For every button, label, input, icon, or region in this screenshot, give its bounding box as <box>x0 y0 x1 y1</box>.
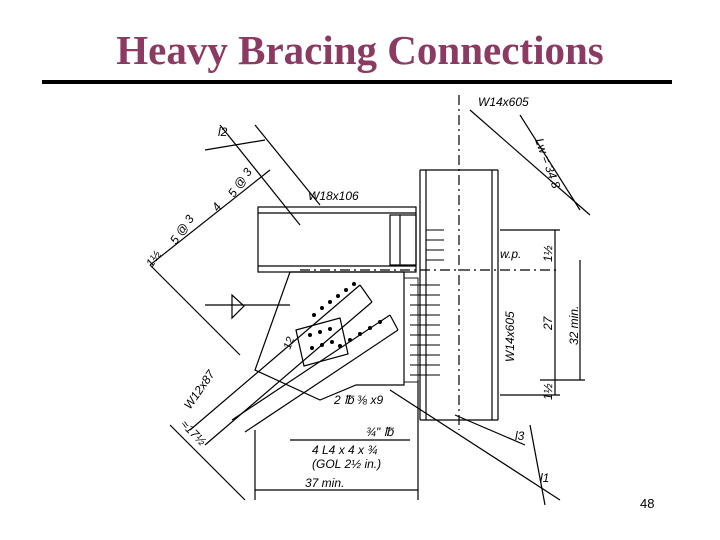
column-bolt-lines <box>403 229 444 383</box>
label-one-half-top: 1½ <box>541 245 555 262</box>
label-bolt-spacing-c: 5 @ 3 <box>225 165 255 200</box>
beam-w18x106 <box>257 206 417 273</box>
dim-l2-ext-a <box>219 124 301 226</box>
label-l2: l2 <box>218 125 228 139</box>
slide-title: Heavy Bracing Connections <box>116 27 604 73</box>
label-angles-line2: (GOL 2½ in.) <box>312 457 381 471</box>
dim-l3-line <box>454 414 526 446</box>
label-bolt-spacing-a: 5 @ 3 <box>167 212 197 247</box>
label-l3: l3 <box>515 429 525 443</box>
dim-l2-line <box>204 139 266 151</box>
brace-w12x87 <box>189 284 399 446</box>
page-number: 48 <box>640 496 655 511</box>
label-column-top: W14x605 <box>478 95 529 109</box>
label-one-half-left: 1½ <box>143 248 164 270</box>
label-wp: w.p. <box>500 247 521 261</box>
label-brace-slope: 12 <box>282 335 297 351</box>
label-lw: Lw = 34.8 <box>532 136 563 190</box>
label-l1: l1 <box>540 471 549 485</box>
dim-17-line <box>169 424 246 501</box>
gusset-plate <box>254 271 405 401</box>
dim-lw-line <box>469 109 591 216</box>
label-17-half: ≈17½ <box>178 417 209 448</box>
dim-l2-ext-b <box>254 124 321 206</box>
title-divider <box>42 80 672 84</box>
label-27: 27 <box>541 315 555 331</box>
label-angle-plate: ¾" ℔ <box>366 425 395 439</box>
splice-plate <box>295 317 349 367</box>
label-bolt-spacing-b: 4 <box>209 200 224 214</box>
weld-symbol <box>231 293 245 320</box>
dim-bolt-spacing-line <box>149 169 271 266</box>
brace-bolts <box>308 282 382 350</box>
label-beam: W18x106 <box>308 189 359 203</box>
label-column: W14x605 <box>503 311 517 362</box>
dim-l1-line <box>389 389 561 501</box>
label-37-min: 37 min. <box>305 476 344 490</box>
label-one-half-bottom: 1½ <box>541 383 555 400</box>
label-32-min: 32 min. <box>567 306 581 345</box>
label-angles-line1: 4 L4 x 4 x ¾ <box>312 443 377 457</box>
label-gusset-plate: 2 ℔ ⅜ x9 <box>333 393 383 407</box>
label-brace: W12x87 <box>181 367 218 412</box>
